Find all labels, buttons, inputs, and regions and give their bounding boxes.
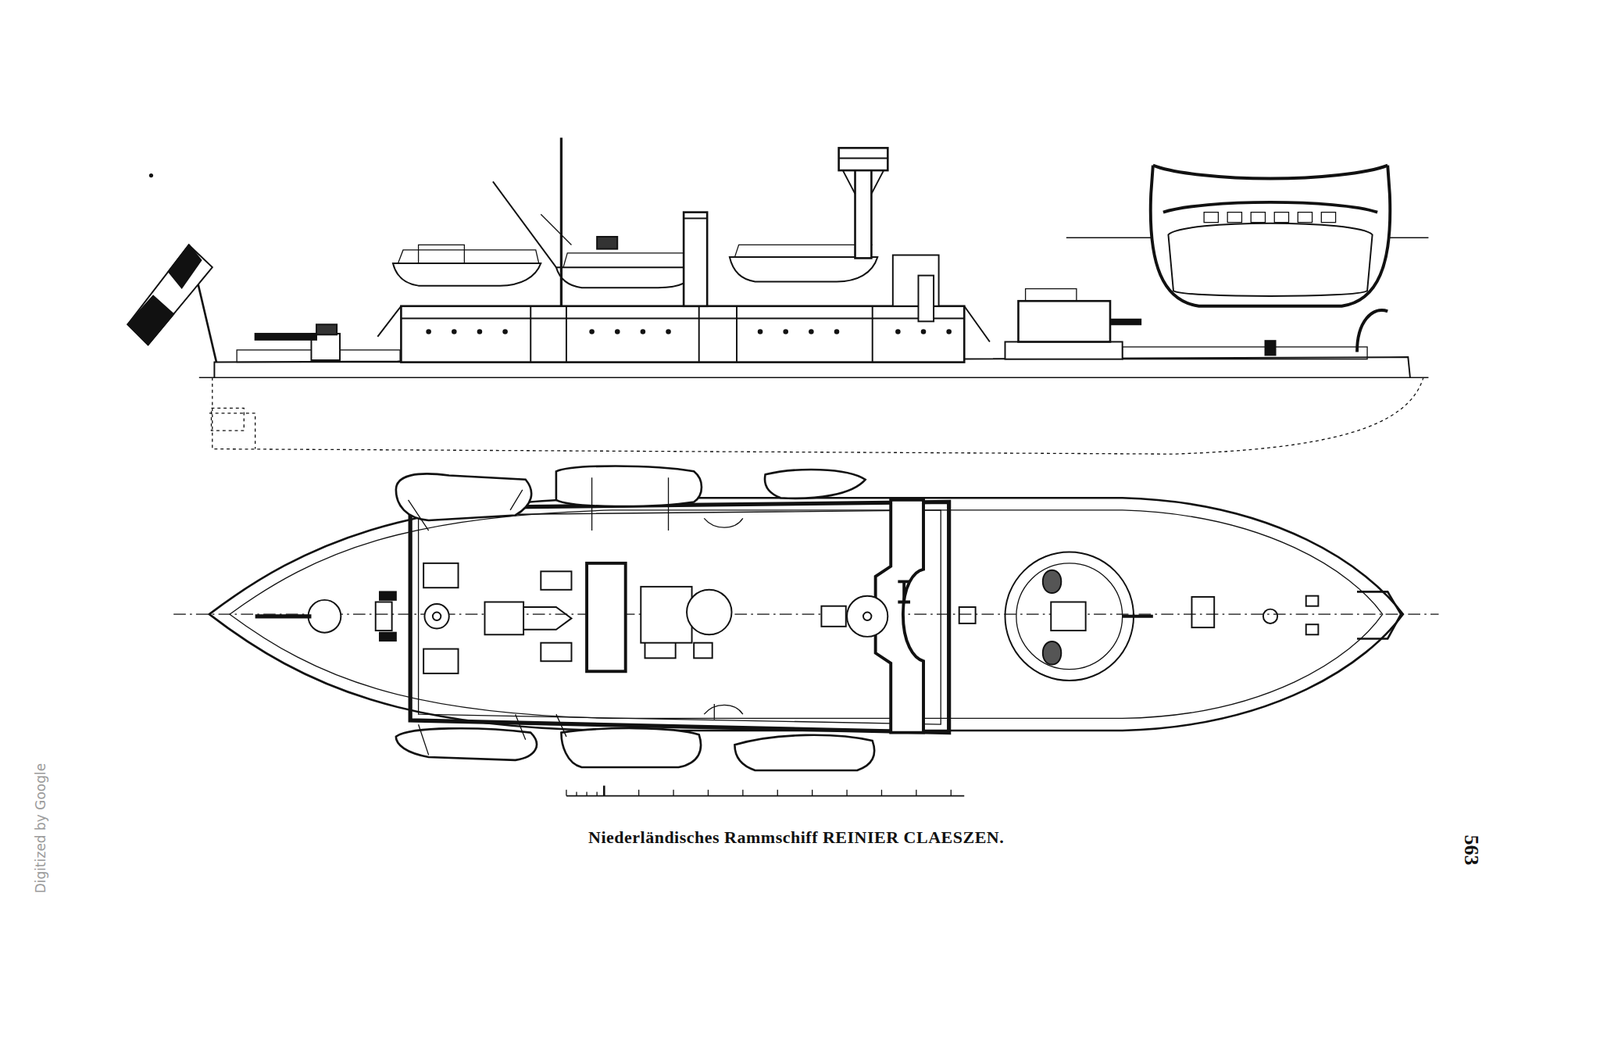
watermark: Digitized by Google bbox=[32, 763, 49, 894]
figure-caption: Niederländisches Rammschiff REINIER CLAE… bbox=[588, 827, 1004, 848]
page-number: 563 bbox=[1459, 835, 1483, 866]
